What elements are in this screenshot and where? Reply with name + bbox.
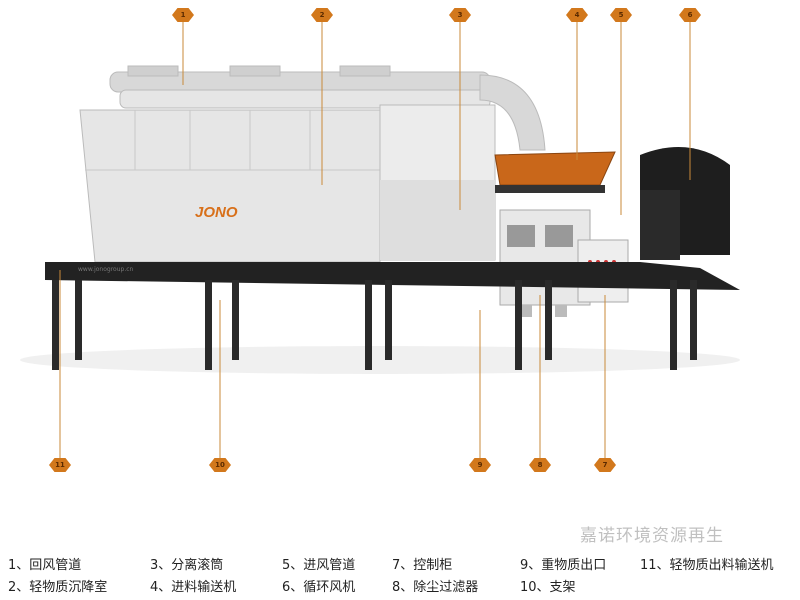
legend-item-7: 7、控制柜 [392, 558, 453, 573]
watermark: 嘉诺环境资源再生 [580, 526, 724, 546]
return-air-duct [109, 65, 546, 151]
legend-item-4: 4、进料输送机 [150, 580, 237, 595]
legend-item-8: 8、除尘过滤器 [392, 580, 479, 595]
legend-item-3: 3、分离滚筒 [150, 558, 224, 573]
website-text: www.jonogroup.cn [78, 266, 134, 273]
callout-9: 9 [469, 458, 491, 472]
legend-item-11: 11、轻物质出料输送机 [640, 558, 774, 573]
callout-11: 11 [49, 458, 71, 472]
brand-logo: JONO [195, 204, 238, 221]
callout-5: 5 [610, 8, 632, 22]
callout-7: 7 [594, 458, 616, 472]
feed-conveyor [494, 151, 616, 186]
legend-item-10: 10、支架 [520, 580, 576, 595]
legend-item-6: 6、循环风机 [282, 580, 356, 595]
legend-item-5: 5、进风管道 [282, 558, 356, 573]
callout-10: 10 [209, 458, 231, 472]
callout-8: 8 [529, 458, 551, 472]
legend-item-9: 9、重物质出口 [520, 558, 607, 573]
callout-6: 6 [679, 8, 701, 22]
callout-3: 3 [449, 8, 471, 22]
legend-item-2: 2、轻物质沉降室 [8, 580, 108, 595]
settling-chamber [79, 109, 381, 263]
support-frame [45, 262, 740, 290]
callout-2: 2 [311, 8, 333, 22]
callout-4: 4 [566, 8, 588, 22]
callout-1: 1 [172, 8, 194, 22]
legend-item-1: 1、回风管道 [8, 558, 82, 573]
